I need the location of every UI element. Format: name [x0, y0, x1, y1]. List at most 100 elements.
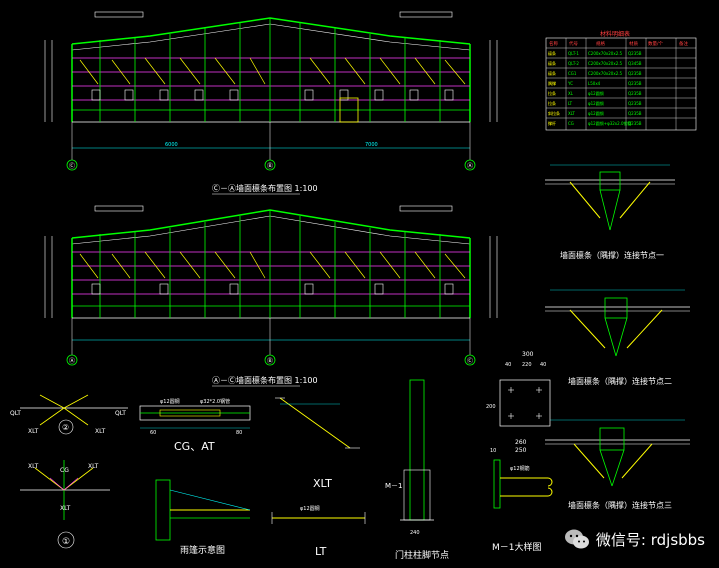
- detail-cg-at: φ12圆钢 φ32*2.0钢管 60 80 CG、AT: [139, 398, 251, 453]
- xlt-label-left: XLT: [28, 428, 39, 435]
- detail-m1: 300 40 220 40 200 260 250 10 φ12钢筋 M－1大样…: [486, 351, 553, 553]
- table-cell: Q235B: [628, 101, 642, 106]
- detail-door: M－1 240 门柱柱脚节点: [385, 379, 449, 561]
- detail-circle-1: XLT XLT CG XLT ①: [20, 460, 110, 549]
- lt-phi: φ12圆钢: [300, 505, 320, 512]
- qlt-label-left: QLT: [10, 410, 21, 417]
- table-cell: φ12圆钢: [588, 110, 604, 116]
- node-1-title: 墙面檩条（隅撑）连接节点一: [560, 250, 664, 260]
- cgat-title: CG、AT: [174, 440, 215, 453]
- table-cell: Q235B: [628, 71, 642, 76]
- dim-250: 250: [515, 447, 527, 454]
- cgat-dim1: 60: [150, 430, 156, 436]
- watermark-text: 微信号: rdjsbbs: [595, 530, 705, 549]
- lt-title: LT: [315, 545, 327, 558]
- elev1-dim-2: 7000: [365, 142, 378, 148]
- cgat-dim2: 80: [236, 430, 242, 436]
- elev1-dim-1: 6000: [165, 142, 178, 148]
- xlt-label-right: XLT: [95, 428, 106, 435]
- table-cell: C200x70x20x2.5: [588, 71, 623, 76]
- detail-xlt: XLT: [275, 397, 360, 490]
- table-cell: Q235B: [628, 81, 642, 86]
- table-cell: Q235B: [628, 91, 642, 96]
- m1-label: M－1: [385, 482, 403, 490]
- door-dim: 240: [410, 530, 420, 536]
- table-cell: 檩条: [548, 60, 556, 66]
- node-2: 墙面檩条（隅撑）连接节点二: [545, 289, 690, 386]
- circle-2-label: ②: [62, 423, 69, 432]
- table-cell: 檩条: [548, 70, 556, 76]
- xlt-title: XLT: [313, 477, 332, 490]
- table-cell: Q235B: [628, 111, 642, 116]
- table-cell: 檩条: [548, 50, 556, 56]
- elev1-title: Ⓒ－Ⓐ墙面檩条布置图 1:100: [212, 183, 318, 193]
- m1-phi: φ12钢筋: [510, 465, 530, 472]
- detail-circle-2: QLT QLT XLT XLT ②: [10, 394, 128, 435]
- elev1-axis-b: Ⓑ: [267, 162, 273, 170]
- cgat-phi2: φ32*2.0钢管: [200, 398, 230, 405]
- th-1: 代号: [569, 40, 578, 47]
- th-2: 规格: [596, 40, 605, 47]
- th-3: 材质: [629, 40, 638, 47]
- cg-label: CG: [60, 467, 69, 474]
- table-cell: C200x70x20x2.5: [588, 51, 623, 56]
- th-0: 名称: [549, 40, 558, 47]
- node-2-title: 墙面檩条（隅撑）连接节点二: [568, 376, 672, 386]
- table-cell: 撑杆: [548, 120, 556, 126]
- table-cell: QLT-2: [568, 61, 579, 66]
- elevation-1: 6000 7000 Ⓒ Ⓑ Ⓐ Ⓒ－Ⓐ墙面檩条布置图 1:100: [44, 11, 498, 195]
- table-cell: φ12圆钢: [588, 100, 604, 106]
- table-cell: XLT: [568, 111, 575, 116]
- table-cell: XL: [568, 91, 574, 96]
- table-cell: QLT-1: [568, 51, 579, 56]
- elev2-title: Ⓐ－Ⓒ墙面檩条布置图 1:100: [212, 375, 318, 385]
- dim-220: 220: [522, 362, 532, 368]
- watermark: 微信号: rdjsbbs: [564, 528, 705, 550]
- table-cell: φ12圆钢: [588, 90, 604, 96]
- table-cell: Q235B: [628, 121, 642, 126]
- wechat-icon: [564, 529, 589, 549]
- elev1-axis-a: Ⓐ: [467, 162, 473, 170]
- th-4: 数量/个: [648, 40, 664, 47]
- table-cell: CG: [568, 121, 574, 126]
- table-cell: φ12圆钢+φ32x2.0钢管: [588, 120, 632, 126]
- table-cell: C200x70x20x2.5: [588, 61, 623, 66]
- xlt-label-c1-bottom: XLT: [60, 505, 71, 512]
- dim-200: 200: [486, 404, 496, 410]
- node-1: 墙面檩条（隅撑）连接节点一: [545, 164, 675, 260]
- canopy-title: 雨篷示意图: [180, 544, 225, 556]
- xlt-label-c1-right: XLT: [88, 463, 99, 470]
- table-cell: Q345B: [628, 61, 642, 66]
- qlt-label-right: QLT: [115, 410, 126, 417]
- dim-300: 300: [522, 351, 534, 358]
- table-cell: 拉条: [548, 90, 556, 96]
- detail-lt: φ12圆钢 LT: [271, 505, 366, 558]
- table-cell: L50x4: [588, 81, 601, 86]
- table-cell: 隅撑: [548, 80, 556, 86]
- table-cell: YC: [567, 81, 573, 86]
- circle-1-label: ①: [62, 537, 70, 547]
- elev2-axis-a: Ⓐ: [69, 357, 75, 365]
- elev1-axis-c: Ⓒ: [69, 162, 75, 170]
- detail-canopy: 雨篷示意图: [155, 479, 251, 556]
- th-5: 备注: [679, 40, 688, 47]
- dim-40a: 40: [505, 362, 511, 368]
- xlt-label-c1-left: XLT: [28, 463, 39, 470]
- elevation-2: Ⓐ Ⓑ Ⓒ Ⓐ－Ⓒ墙面檩条布置图 1:100: [44, 205, 498, 387]
- cgat-phi1: φ12圆钢: [160, 398, 180, 405]
- node-3: 墙面檩条（隅撑）连接节点三: [545, 419, 690, 510]
- table-cell: 拉条: [548, 100, 556, 106]
- dim-10: 10: [490, 448, 496, 454]
- dim-40b: 40: [540, 362, 546, 368]
- m1-detail-title: M－1大样图: [492, 541, 542, 553]
- elev2-axis-b: Ⓑ: [267, 357, 273, 365]
- elev2-axis-c: Ⓒ: [467, 357, 473, 365]
- table-cell: 斜拉条: [548, 110, 560, 116]
- dim-260: 260: [515, 439, 527, 446]
- table-title: 材料明细表: [600, 30, 630, 38]
- table-cell: LT: [568, 101, 573, 106]
- door-title: 门柱柱脚节点: [395, 549, 449, 561]
- node-3-title: 墙面檩条（隅撑）连接节点三: [568, 500, 672, 510]
